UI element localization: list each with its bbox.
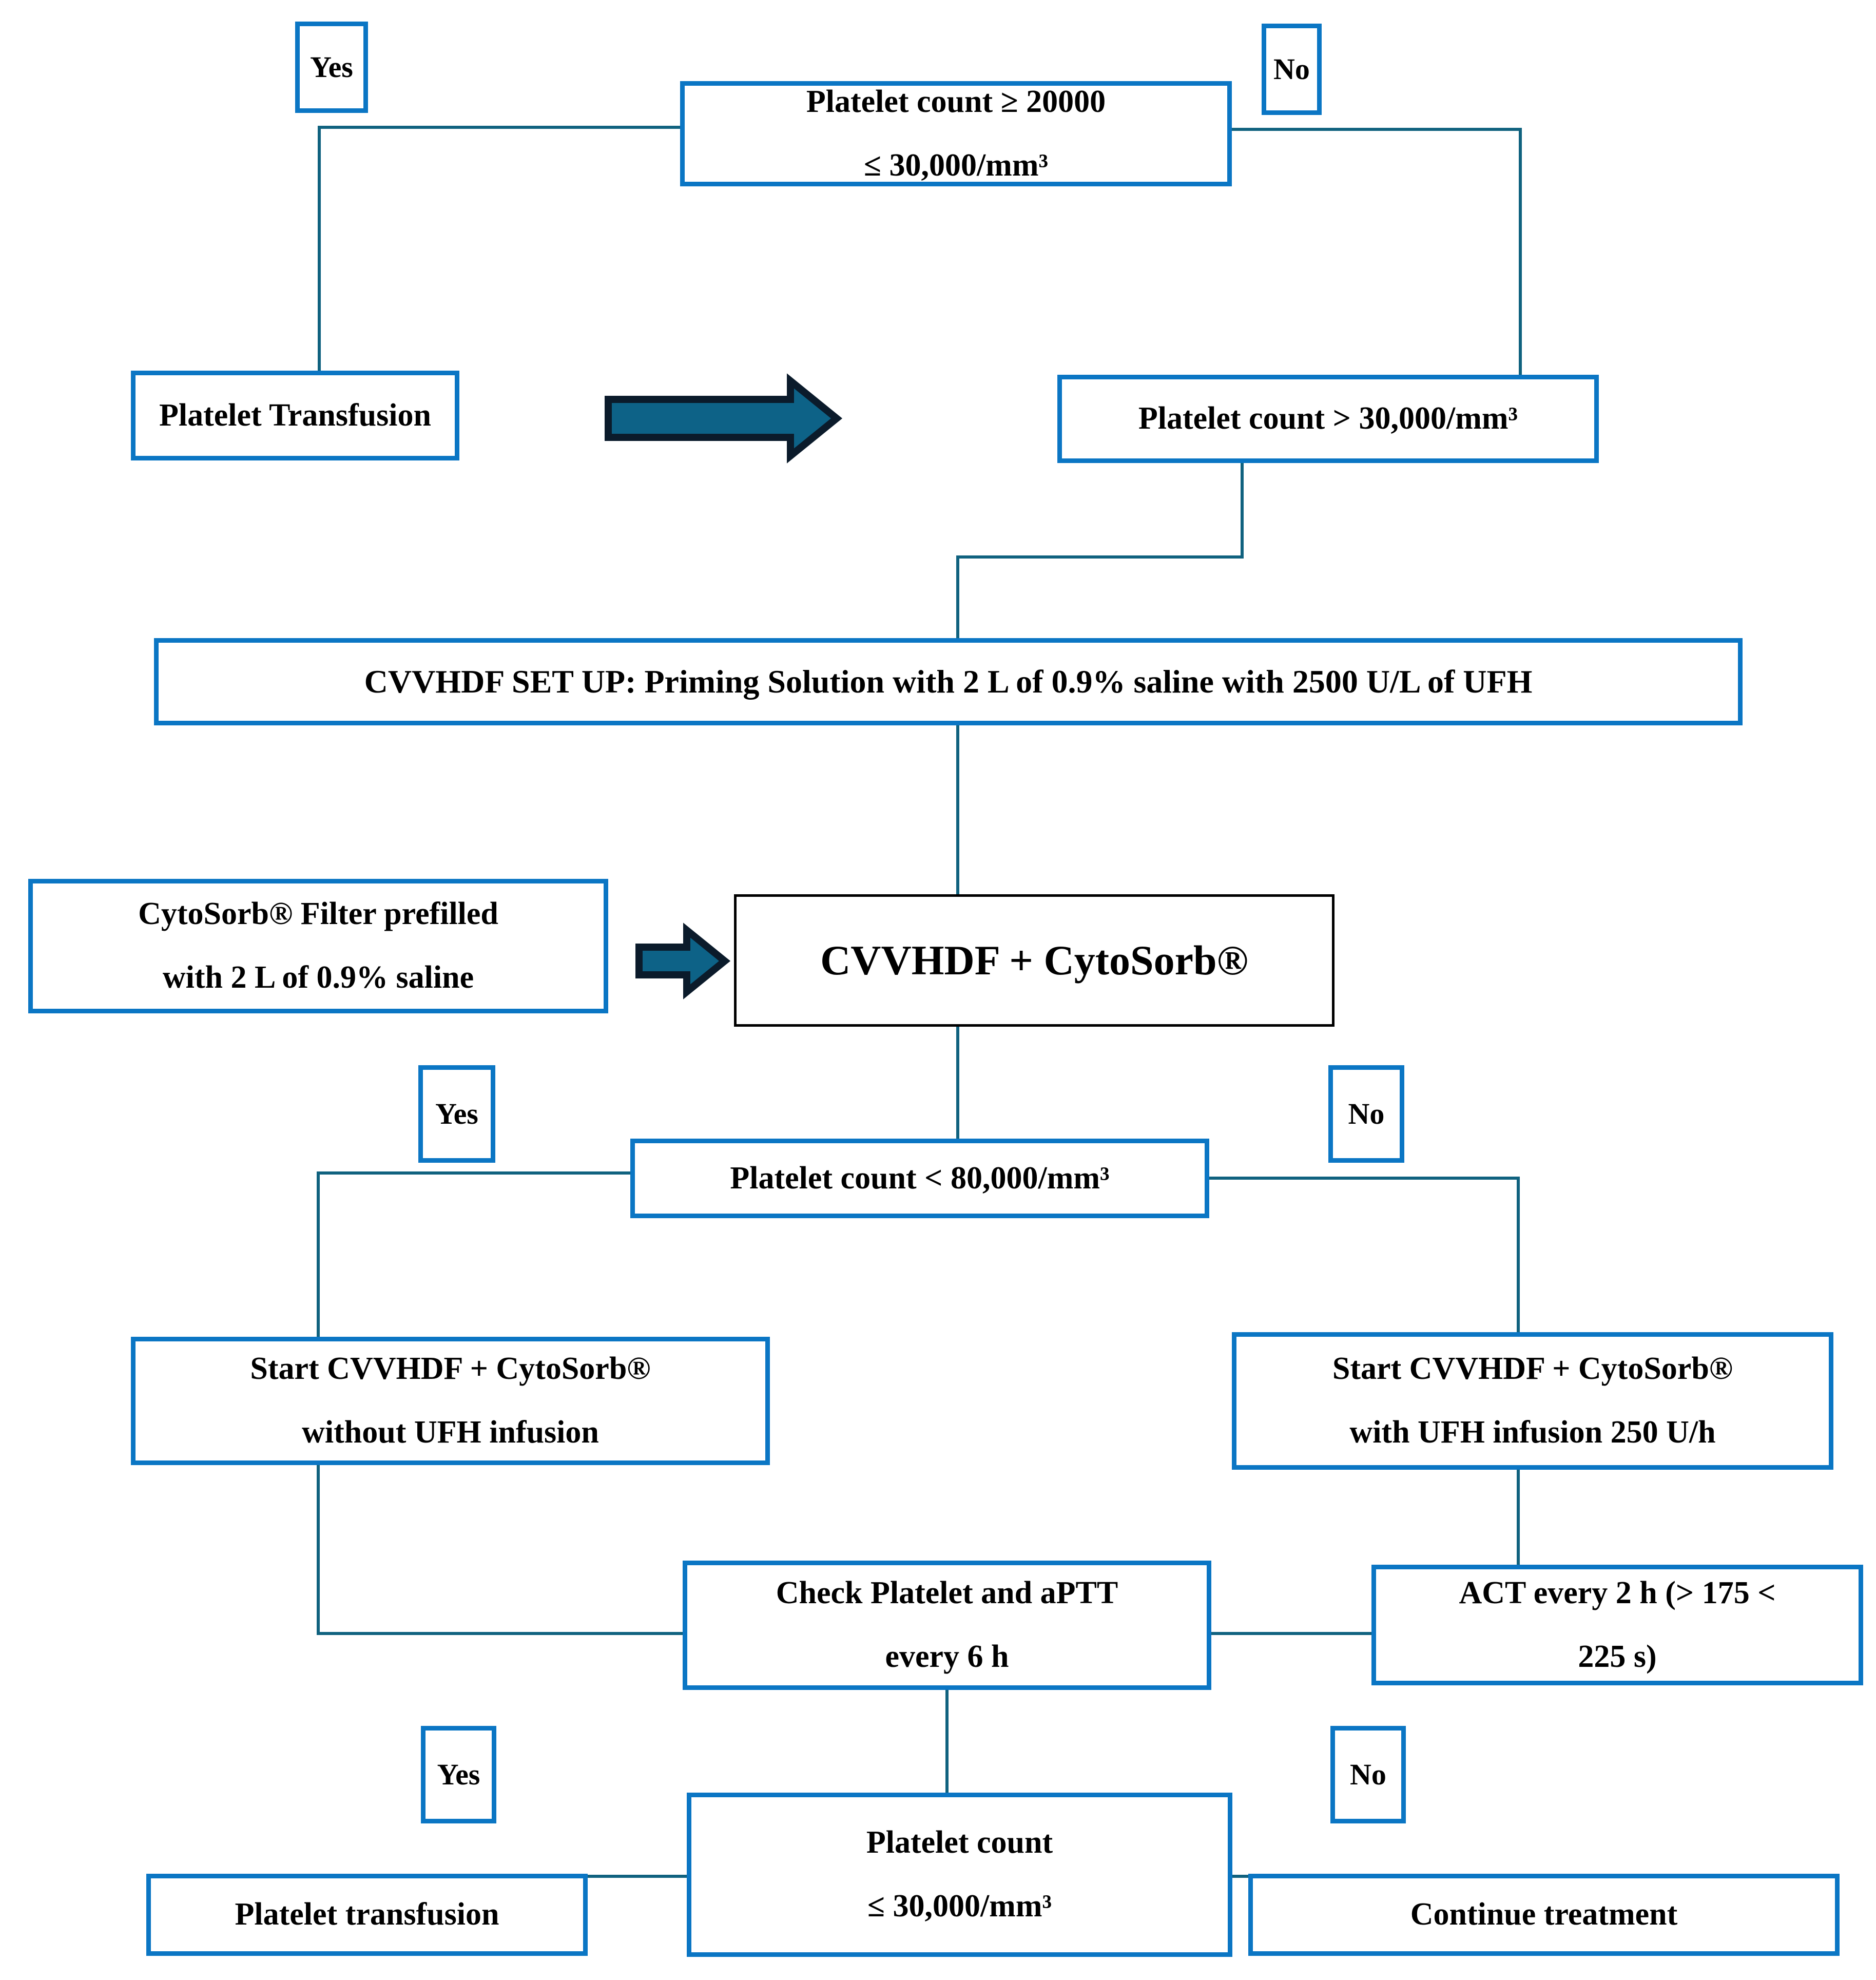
node-check-platelet-and-aptt[interactable]: Check Platelet and aPTT every 6 h — [683, 1561, 1211, 1690]
connector-decision2-no — [1207, 1177, 1520, 1332]
check-platelet-line-2: every 6 h — [885, 1639, 1009, 1674]
cvvhdf-setup-text: CVVHDF SET UP: Priming Solution with 2 L… — [364, 663, 1533, 700]
label-yes-2-text: Yes — [435, 1097, 478, 1130]
decision-1-line-2: ≤ 30,000/mm³ — [863, 147, 1049, 183]
node-cytosorb-filter-prefilled[interactable]: CytoSorb® Filter prefilled with 2 L of 0… — [28, 879, 608, 1013]
node-continue-treatment[interactable]: Continue treatment — [1248, 1874, 1840, 1956]
platelet-transfusion-1-text: Platelet Transfusion — [159, 397, 431, 433]
label-yes-1: Yes — [295, 22, 368, 113]
connector-decision2-yes — [317, 1171, 630, 1337]
label-no-1-text: No — [1273, 52, 1310, 86]
connector-gt30000-to-setup — [956, 463, 1244, 638]
check-platelet-line-1: Check Platelet and aPTT — [776, 1575, 1118, 1611]
node-start-cvvhdf-without-ufh[interactable]: Start CVVHDF + CytoSorb® without UFH inf… — [131, 1337, 770, 1465]
block-arrow-transfusion-to-count — [605, 373, 843, 464]
decision-platelet-count-20000-30000[interactable]: Platelet count ≥ 20000 ≤ 30,000/mm³ — [680, 81, 1232, 186]
node-cvvhdf-setup[interactable]: CVVHDF SET UP: Priming Solution with 2 L… — [154, 638, 1743, 725]
decision-3-line-2: ≤ 30,000/mm³ — [867, 1889, 1052, 1924]
node-platelet-count-gt-30000[interactable]: Platelet count > 30,000/mm³ — [1057, 375, 1599, 463]
label-no-3: No — [1330, 1726, 1406, 1823]
platelet-count-gt-30000-text: Platelet count > 30,000/mm³ — [1138, 401, 1518, 436]
node-platelet-transfusion-1[interactable]: Platelet Transfusion — [131, 371, 459, 460]
node-act-every-2h[interactable]: ACT every 2 h (> 175 < 225 s) — [1371, 1565, 1863, 1685]
connector-without-ufh-to-check — [317, 1463, 685, 1635]
decision-2-text: Platelet count < 80,000/mm³ — [730, 1160, 1110, 1196]
start-without-ufh-line-1: Start CVVHDF + CytoSorb® — [250, 1351, 651, 1387]
label-no-3-text: No — [1350, 1757, 1386, 1791]
platelet-transfusion-2-text: Platelet transfusion — [235, 1897, 499, 1932]
label-yes-3-text: Yes — [437, 1757, 480, 1791]
continue-treatment-text: Continue treatment — [1410, 1897, 1678, 1932]
decision-platelet-count-le-30000[interactable]: Platelet count ≤ 30,000/mm³ — [687, 1793, 1232, 1957]
act-line-1: ACT every 2 h (> 175 < — [1459, 1575, 1776, 1610]
decision-1-line-1: Platelet count ≥ 20000 — [806, 84, 1106, 119]
cytosorb-filter-line-2: with 2 L of 0.9% saline — [162, 960, 474, 995]
label-yes-1-text: Yes — [310, 50, 353, 84]
cytosorb-filter-line-1: CytoSorb® Filter prefilled — [138, 896, 498, 932]
cvvhdf-cytosorb-text: CVVHDF + CytoSorb® — [820, 936, 1248, 984]
connector-decision1-yes — [318, 126, 680, 371]
node-start-cvvhdf-with-ufh[interactable]: Start CVVHDF + CytoSorb® with UFH infusi… — [1232, 1332, 1833, 1470]
label-yes-3: Yes — [421, 1726, 496, 1823]
node-platelet-transfusion-2[interactable]: Platelet transfusion — [146, 1874, 588, 1956]
node-cvvhdf-plus-cytosorb[interactable]: CVVHDF + CytoSorb® — [734, 894, 1335, 1027]
start-with-ufh-line-2: with UFH infusion 250 U/h — [1349, 1415, 1716, 1450]
label-no-2: No — [1328, 1065, 1404, 1163]
act-line-2: 225 s) — [1578, 1639, 1657, 1674]
label-no-2-text: No — [1348, 1097, 1385, 1130]
decision-3-line-1: Platelet count — [866, 1825, 1053, 1860]
label-no-1: No — [1262, 24, 1322, 115]
start-with-ufh-line-1: Start CVVHDF + CytoSorb® — [1332, 1351, 1733, 1387]
decision-platelet-count-lt-80000[interactable]: Platelet count < 80,000/mm³ — [630, 1139, 1209, 1218]
block-arrow-filter-to-cvvhdf — [635, 922, 731, 999]
label-yes-2: Yes — [418, 1065, 495, 1163]
start-without-ufh-line-2: without UFH infusion — [302, 1415, 599, 1450]
